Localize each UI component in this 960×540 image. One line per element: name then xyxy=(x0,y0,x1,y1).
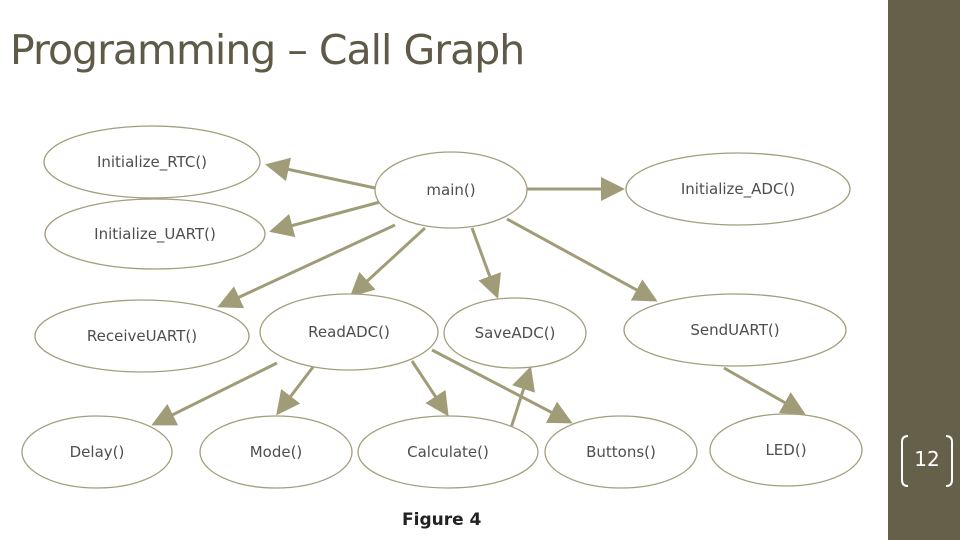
node-label: LED() xyxy=(765,441,806,459)
node-calculate: Calculate() xyxy=(357,415,539,489)
edge-read-adc-to-mode xyxy=(276,366,315,416)
edges xyxy=(151,157,806,429)
edge-send-uart-to-led xyxy=(723,366,806,415)
figure-caption: Figure 4 xyxy=(402,510,482,530)
edge-read-adc-to-delay xyxy=(151,361,278,426)
call-graph-diagram: Initialize_RTC() Initialize_UART() main(… xyxy=(21,125,863,489)
node-initialize-adc: Initialize_ADC() xyxy=(625,152,851,226)
edge-main-to-read-adc xyxy=(349,226,427,298)
edge-main-to-init-rtc xyxy=(265,157,376,190)
node-label: SendUART() xyxy=(690,321,779,339)
page-number-box: 12 xyxy=(898,430,958,492)
edge-read-adc-to-buttons xyxy=(431,348,573,424)
node-send-uart: SendUART() xyxy=(623,293,847,367)
node-label: Buttons() xyxy=(586,443,656,461)
node-label: Initialize_ADC() xyxy=(681,180,795,199)
slide-title: Programming – Call Graph xyxy=(10,26,525,74)
node-delay: Delay() xyxy=(21,415,173,489)
node-receive-uart: ReceiveUART() xyxy=(34,299,250,373)
node-save-adc: SaveADC() xyxy=(443,297,587,369)
node-mode: Mode() xyxy=(199,415,353,489)
node-label: Mode() xyxy=(250,443,303,461)
sidebar-band xyxy=(888,0,960,540)
page-number: 12 xyxy=(914,447,940,471)
node-label: Initialize_RTC() xyxy=(97,153,207,172)
node-label: SaveADC() xyxy=(475,324,556,342)
edge-calculate-to-save-adc xyxy=(509,366,535,429)
node-initialize-rtc: Initialize_RTC() xyxy=(43,125,261,199)
node-label: ReadADC() xyxy=(308,323,390,341)
node-led: LED() xyxy=(709,413,863,487)
node-label: Initialize_UART() xyxy=(94,225,216,244)
node-main: main() xyxy=(374,151,528,229)
edge-main-to-save-adc xyxy=(470,227,502,299)
edge-read-adc-to-calculate xyxy=(410,360,449,417)
node-label: ReceiveUART() xyxy=(87,327,197,345)
node-initialize-uart: Initialize_UART() xyxy=(44,198,266,270)
node-label: Calculate() xyxy=(407,443,489,461)
node-read-adc: ReadADC() xyxy=(259,293,439,371)
node-label: Delay() xyxy=(70,443,125,461)
edge-main-to-send-uart xyxy=(506,217,658,302)
node-label: main() xyxy=(426,181,475,199)
node-buttons: Buttons() xyxy=(544,415,698,489)
edge-main-to-receive-uart xyxy=(217,223,396,309)
page-number-brackets xyxy=(901,435,953,487)
edge-main-to-init-uart xyxy=(269,200,381,238)
